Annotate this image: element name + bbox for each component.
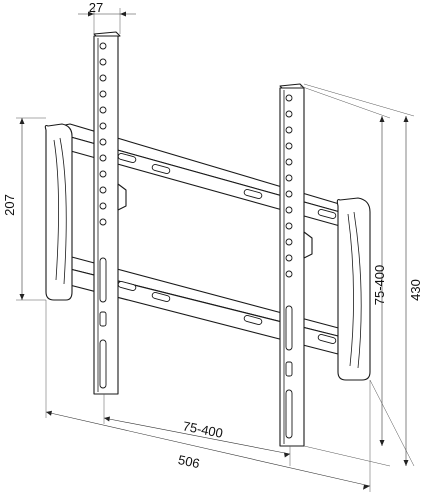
left-arm-latch	[117, 183, 127, 211]
dimension-bracket-width: 27	[78, 0, 136, 34]
right-arm-holes	[285, 94, 293, 439]
left-side-block	[44, 123, 73, 301]
dimension-vertical-range: 75-400	[299, 85, 391, 467]
dimension-vertical-range-label: 75-400	[372, 265, 387, 305]
left-arm-holes	[99, 42, 107, 389]
dimension-horizontal-range: 75-400	[103, 394, 291, 466]
dimension-horizontal-range-label: 75-400	[182, 418, 225, 440]
right-side-block	[336, 197, 371, 381]
dimension-arm-height: 207	[2, 117, 46, 301]
rail-slots	[117, 152, 337, 345]
dimension-overall-height-label: 430	[408, 279, 423, 301]
right-arm-latch	[303, 231, 313, 259]
right-vertical-arm	[279, 83, 313, 447]
dimension-arm-height-label: 207	[2, 194, 17, 216]
dimension-overall-width-label: 506	[177, 452, 201, 471]
left-vertical-arm	[93, 31, 127, 395]
dimension-overall-width: 506	[45, 300, 371, 492]
dimension-bracket-width-label: 27	[89, 0, 103, 15]
dimension-overall-height: 430	[303, 83, 423, 467]
